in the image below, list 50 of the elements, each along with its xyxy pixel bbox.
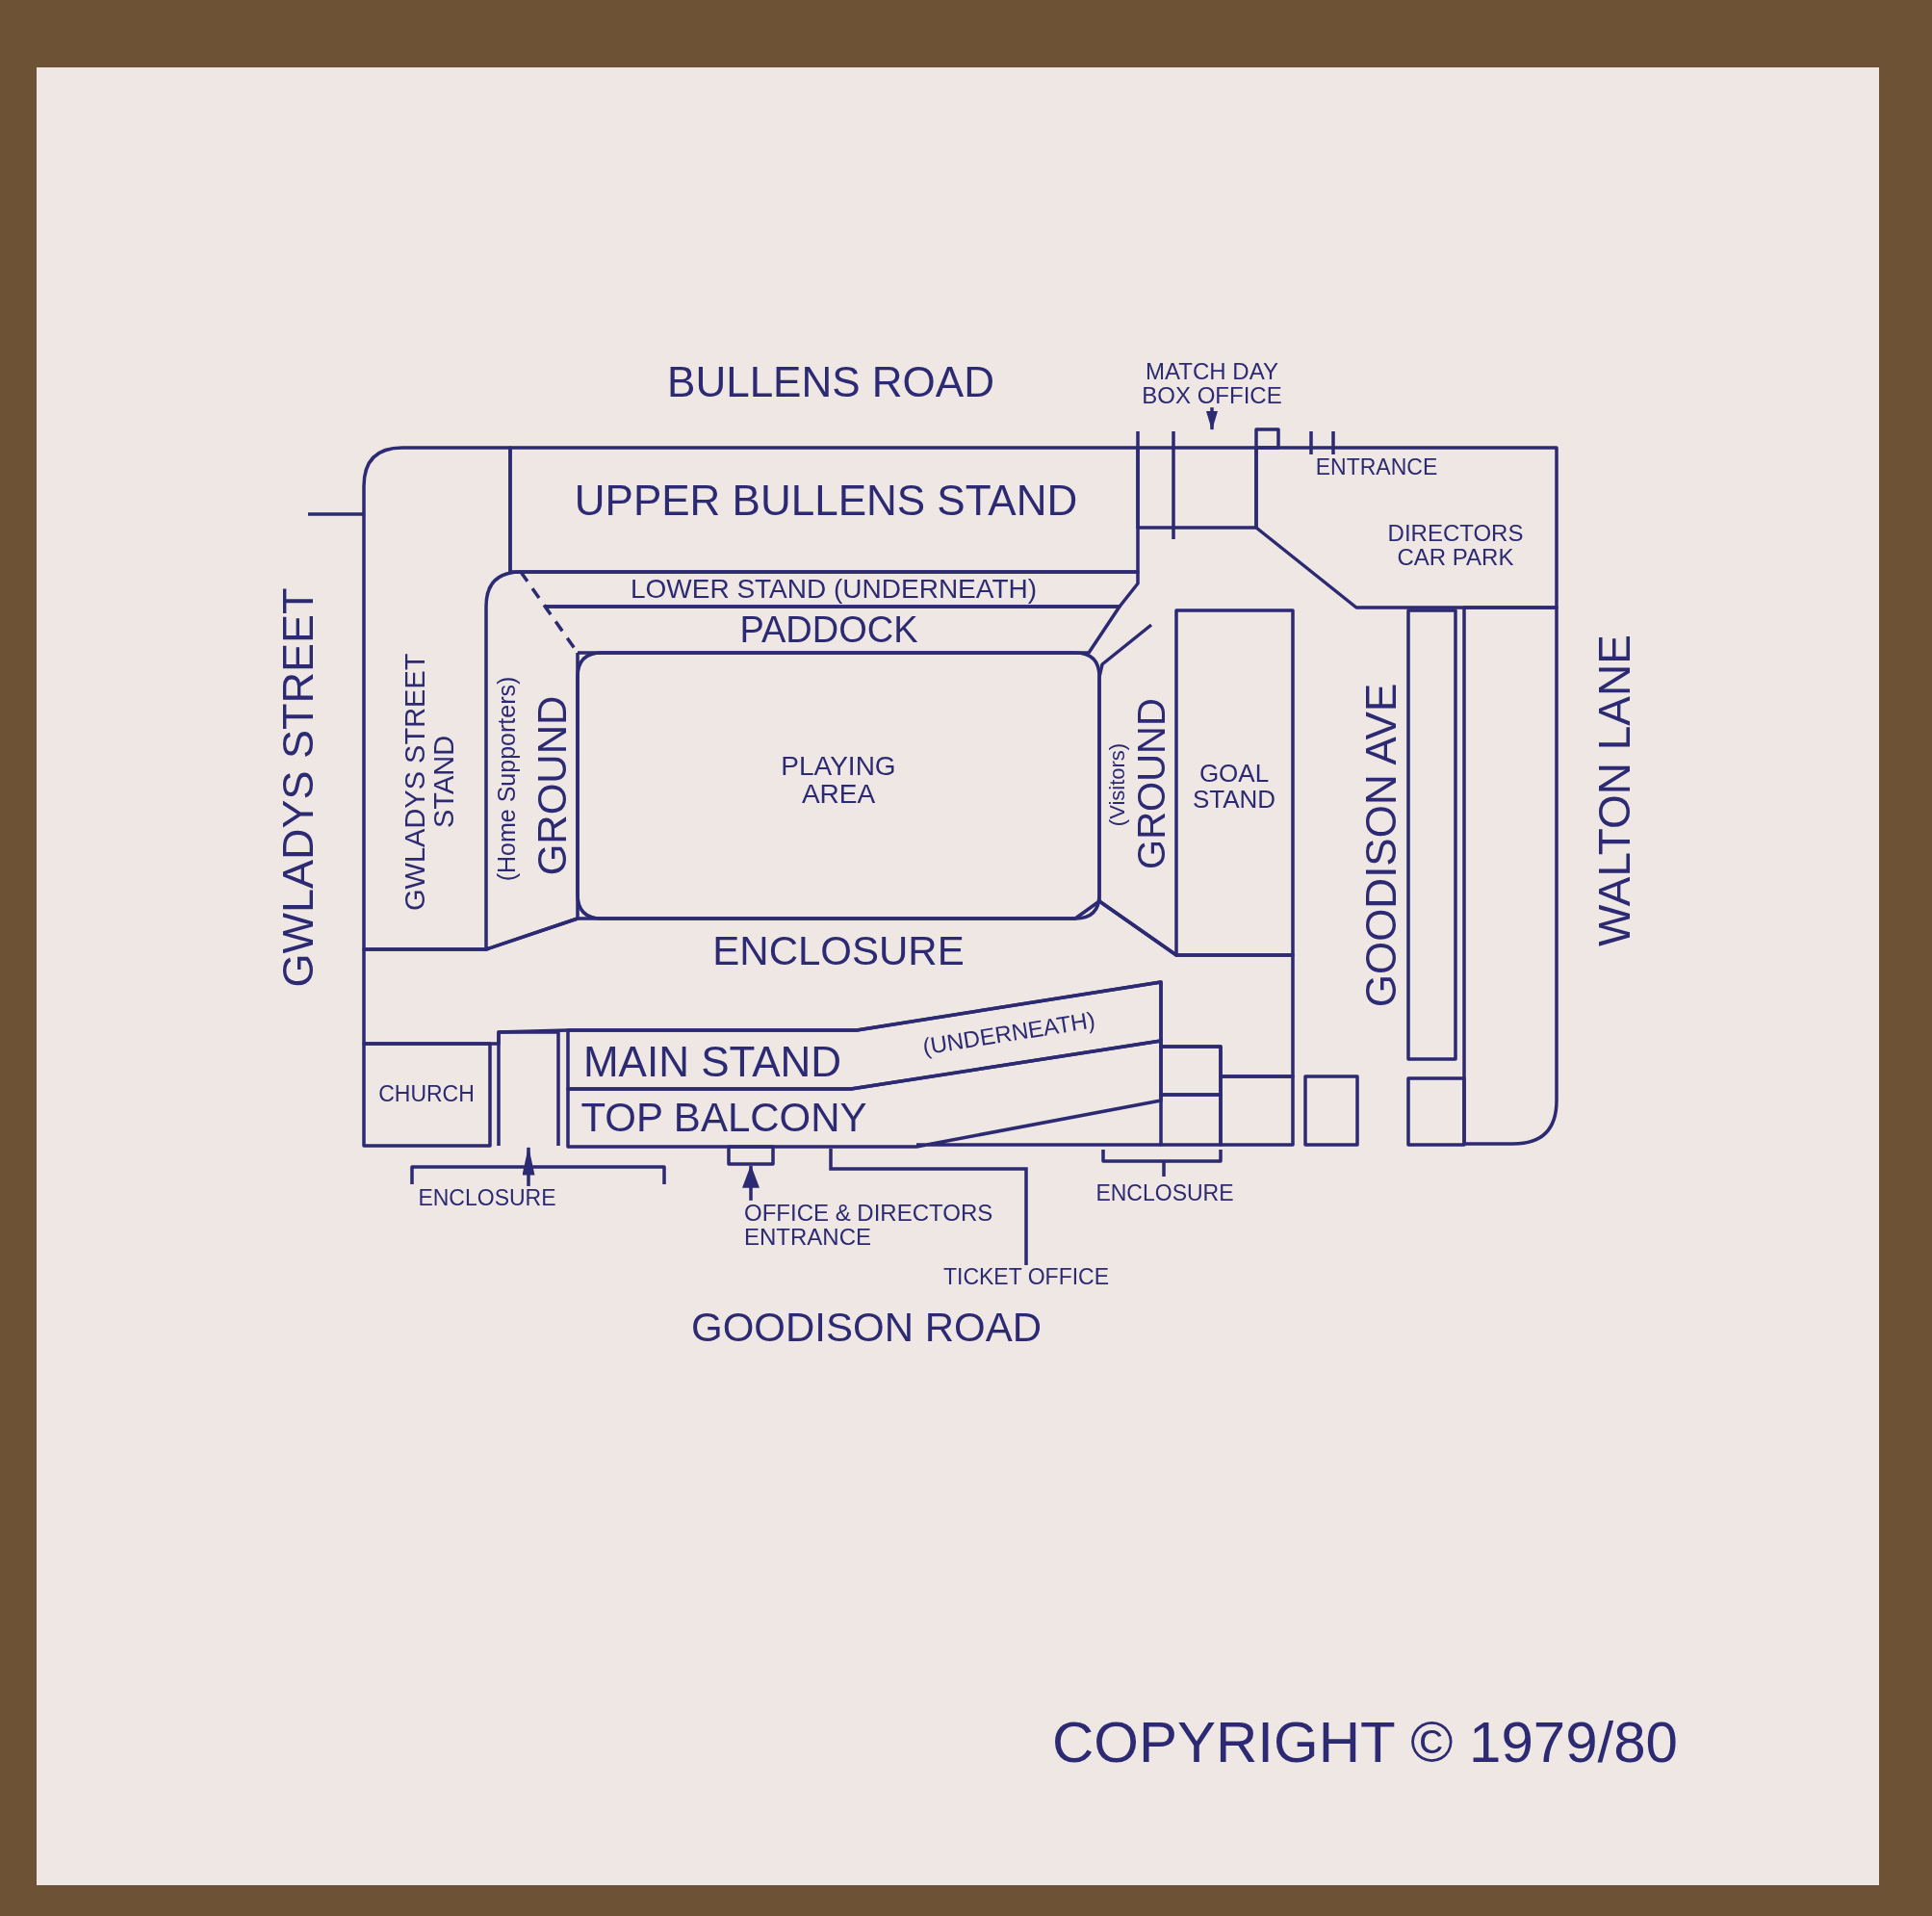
strip-box <box>1406 608 1457 1061</box>
map-label: ENTRANCE <box>1315 454 1438 479</box>
street-name: GOODISON ROAD <box>691 1306 1042 1350</box>
street-name: BULLENS ROAD <box>667 359 994 405</box>
area-label: UPPER BULLENS STAND <box>574 478 1078 524</box>
map-label: ENCLOSURE <box>1095 1180 1234 1205</box>
car-park-area <box>1254 446 1558 609</box>
strip-area <box>1462 606 1558 1146</box>
pitch-area <box>576 651 1101 920</box>
area-label: GOAL STAND <box>1191 760 1277 814</box>
area-label: GROUND <box>1131 698 1172 869</box>
area-label: PLAYING AREA <box>780 751 897 809</box>
area-label: GWLADYS STREET STAND <box>399 652 459 913</box>
area-label: TOP BALCONY <box>580 1096 867 1140</box>
area-label: ENCLOSURE <box>712 929 965 973</box>
area-label: CHURCH <box>378 1081 475 1106</box>
terrace-area <box>544 605 1121 655</box>
street-name: GOODISON AVE <box>1358 683 1404 1008</box>
building-box <box>1159 1045 1223 1097</box>
area-label: PADDOCK <box>739 611 918 650</box>
area-label: LOWER STAND (UNDERNEATH) <box>630 575 1038 604</box>
annotation-label: TICKET OFFICE <box>942 1264 1110 1289</box>
arrow <box>742 1165 760 1201</box>
arrow <box>1206 407 1218 430</box>
arrow <box>522 1147 535 1186</box>
church-building <box>362 1042 492 1148</box>
stand-area <box>508 446 1140 574</box>
building-box <box>1219 1075 1295 1147</box>
area-label: GROUND <box>530 695 575 876</box>
area-label: (Visitors) <box>1106 742 1129 827</box>
building-box <box>1303 1075 1359 1147</box>
leader-line <box>829 1149 1028 1265</box>
area-label: MAIN STAND <box>582 1039 842 1085</box>
annotation-label: ENCLOSURE <box>418 1185 556 1210</box>
passage-box <box>497 1030 560 1148</box>
stand-area <box>519 570 1140 608</box>
annotation-label: MATCH DAY BOX OFFICE <box>1130 358 1294 408</box>
building-box <box>1406 1076 1466 1147</box>
small-box <box>1254 427 1280 450</box>
annotation-label: OFFICE & DIRECTORS ENTRANCE <box>744 1200 1004 1250</box>
street-name: WALTON LANE <box>1590 634 1638 946</box>
stand-area <box>1174 608 1295 957</box>
street-name: GWLADYS STREET <box>275 587 322 988</box>
compartment-box <box>1136 429 1258 541</box>
building-box <box>1159 1093 1223 1147</box>
copyright-notice: COPYRIGHT © 1979/80 <box>1051 1711 1678 1773</box>
area-label: DIRECTORS CAR PARK <box>1386 520 1525 570</box>
area-label: (Home Supporters) <box>493 676 520 882</box>
entrance-box <box>727 1145 775 1166</box>
stand-area <box>566 980 1163 1091</box>
